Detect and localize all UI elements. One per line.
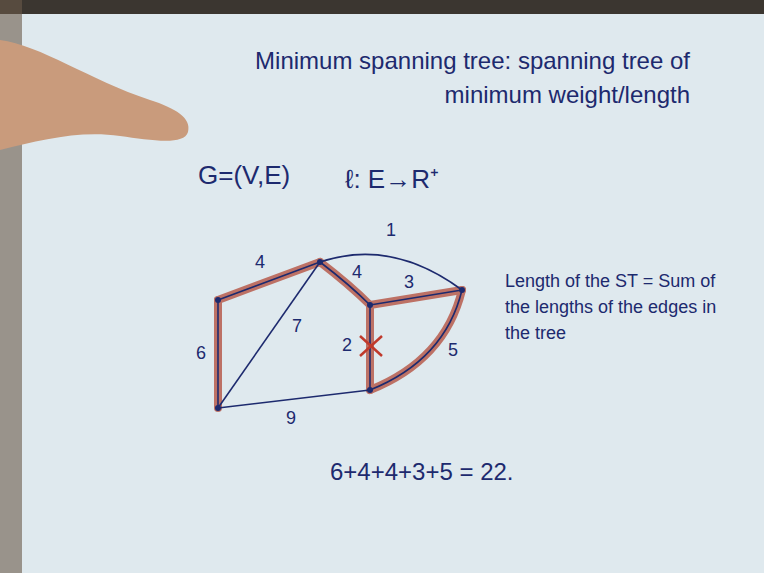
graph-vertices — [215, 259, 465, 411]
edge-weight: 4 — [352, 262, 362, 283]
tree-highlight — [218, 262, 462, 408]
graph-edges — [218, 254, 462, 408]
edge-weight: 5 — [448, 340, 458, 361]
edge-weight: 7 — [292, 316, 302, 337]
graph-notation: G=(V,E) — [198, 160, 290, 191]
heading: Minimum spanning tree: spanning tree of … — [178, 44, 690, 112]
cross-out — [360, 336, 382, 356]
hand — [0, 40, 189, 150]
edge-weight: 3 — [404, 272, 414, 293]
top-edge — [0, 0, 764, 14]
edge-weight: 9 — [286, 408, 296, 429]
sum-note: 6+4+4+3+5 = 22. — [330, 458, 514, 486]
definition-note: Length of the ST = Sum of the lengths of… — [505, 268, 730, 346]
edge-weight: 2 — [342, 335, 352, 356]
edge-weight: 1 — [386, 220, 396, 241]
edge-weight: 4 — [255, 252, 265, 273]
length-function: ℓ: E→R⁺ — [345, 160, 439, 196]
edge-weight: 6 — [196, 343, 206, 364]
